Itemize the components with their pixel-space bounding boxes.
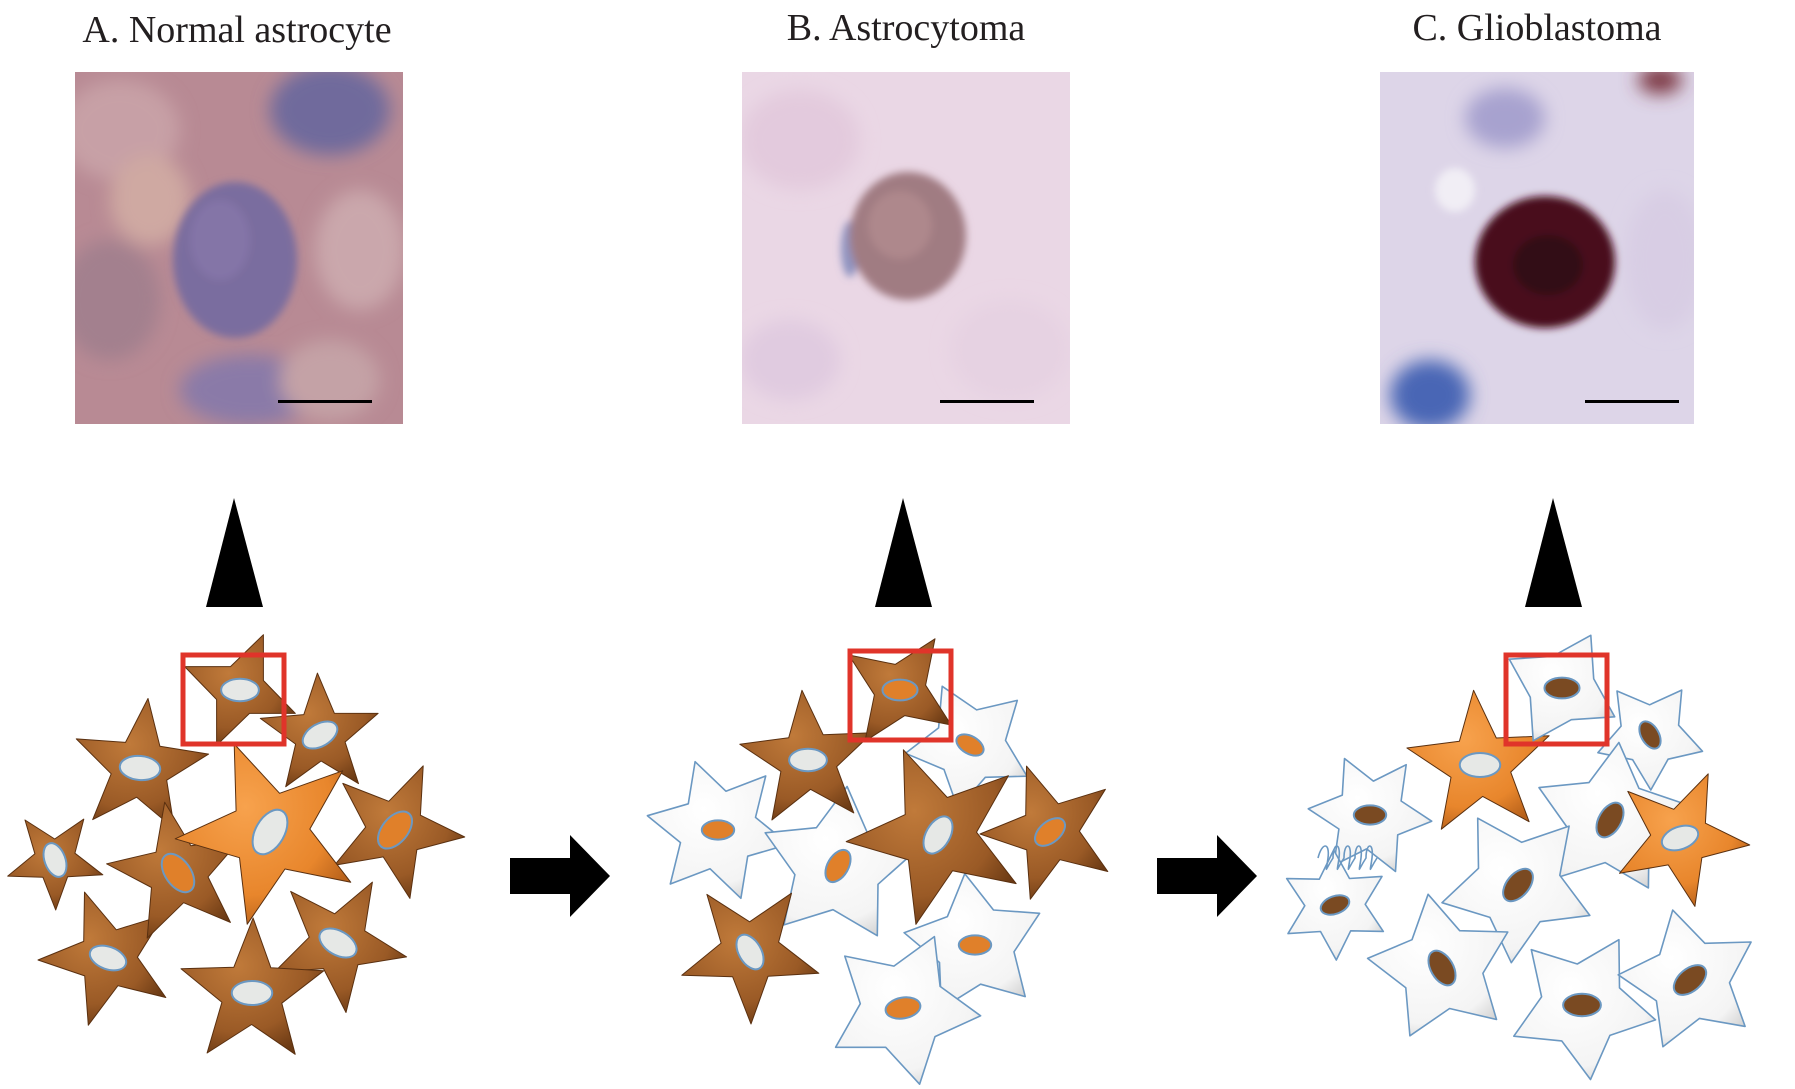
cell-brown-7 (181, 918, 324, 1054)
cell-nucleus (1354, 805, 1386, 824)
cell-cluster-normal (8, 635, 465, 1055)
micrograph-normal-astrocyte (60, 65, 405, 425)
cell-brown-3 (335, 766, 465, 899)
cell-nucleus (882, 680, 917, 701)
micrograph-glioblastoma (1380, 66, 1705, 430)
right-arrow-icon-2 (1157, 835, 1257, 917)
cell-nucleus (1563, 994, 1601, 1016)
up-arrow-icon-b (875, 498, 932, 607)
cell-nucleus (1460, 753, 1501, 777)
cell-nucleus (221, 679, 259, 701)
cell-nucleus (959, 935, 991, 954)
up-arrow-icon-c (1525, 498, 1582, 607)
cell-white-0 (647, 762, 788, 899)
cell-orange-9 (1407, 690, 1549, 829)
up-arrow-icon-a (206, 498, 263, 607)
scale-bar-a (278, 400, 372, 403)
cell-cluster-glioblastoma (1287, 635, 1751, 1079)
cell-nucleus (1544, 678, 1579, 699)
cell-white-0 (1308, 759, 1431, 872)
cell-white-6 (1514, 940, 1656, 1080)
panel-title-b: B. Astrocytoma (787, 7, 1026, 49)
cell-brown-2 (76, 699, 208, 829)
cell-brown-4 (38, 892, 166, 1025)
cell-white-2 (765, 787, 916, 936)
cell-white-1 (1287, 850, 1384, 960)
panel-title-c: C. Glioblastoma (1412, 7, 1661, 49)
cell-brown-9 (849, 639, 951, 741)
scale-bar-c (1585, 400, 1679, 403)
cell-nucleus (702, 820, 734, 839)
micrograph-astrocytoma (740, 72, 1070, 424)
cell-cluster-astrocytoma (647, 639, 1107, 1084)
cell-white-10 (1509, 635, 1614, 740)
cell-nucleus (232, 981, 273, 1005)
panel-title-a: A. Normal astrocyte (82, 9, 391, 51)
right-arrow-icon-1 (510, 835, 610, 917)
scale-bar-b (940, 400, 1034, 403)
cell-nucleus (789, 749, 827, 771)
cell-brown-1 (260, 673, 378, 787)
